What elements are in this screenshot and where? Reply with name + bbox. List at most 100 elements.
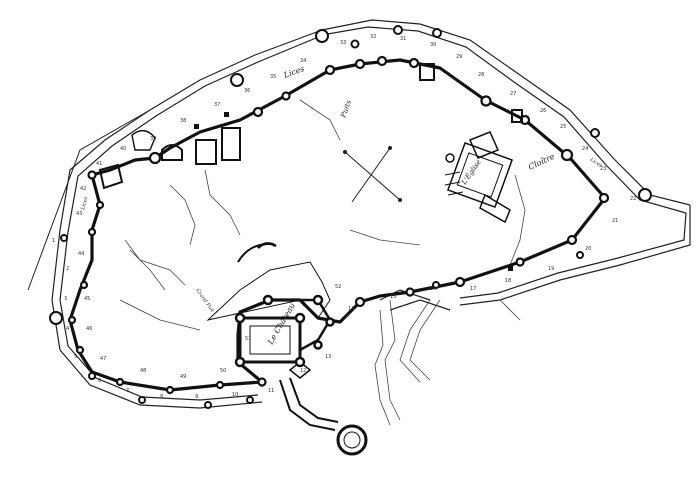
tower <box>79 280 89 290</box>
tower-number: 21 <box>612 218 618 224</box>
tower <box>638 188 652 202</box>
tower <box>376 55 388 67</box>
tower <box>230 73 244 87</box>
tower <box>480 95 492 107</box>
church <box>444 131 514 224</box>
enceinte-towers <box>67 55 610 395</box>
junction-marks <box>194 112 513 271</box>
chateau <box>206 242 335 379</box>
label-lices-top: Lices <box>282 64 306 80</box>
tower <box>257 377 267 387</box>
tower-number: 12 <box>300 368 306 374</box>
tower <box>393 25 403 35</box>
tower-number: 23 <box>600 166 606 172</box>
tower-number: 47 <box>100 356 106 362</box>
compass-cross <box>343 146 402 203</box>
tower-number: 35 <box>270 74 276 80</box>
barbican <box>279 377 368 456</box>
tower <box>87 227 97 237</box>
tower <box>598 192 610 204</box>
tower-number: 37 <box>214 102 220 108</box>
tower <box>350 39 360 49</box>
tower <box>315 29 329 43</box>
tower <box>138 396 146 404</box>
tower <box>215 380 225 390</box>
tower <box>560 148 574 162</box>
tower-number: 43 <box>76 211 82 217</box>
tower <box>515 257 525 267</box>
terrain-lines <box>119 99 526 426</box>
tower-number: 7 <box>126 388 129 394</box>
tower <box>49 311 63 325</box>
tower-number: 20 <box>585 246 591 252</box>
tower-number: 28 <box>478 72 484 78</box>
tower-number: 9 <box>195 394 198 400</box>
tower-number: 26 <box>540 108 546 114</box>
tower-number: 3 <box>64 296 67 302</box>
tower <box>566 234 578 246</box>
tower-number: 51 <box>245 336 251 342</box>
tower-number: 45 <box>84 296 90 302</box>
tower-number: 32 <box>370 34 376 40</box>
tower-number: 36 <box>244 88 250 94</box>
tower-number: 10 <box>232 392 238 398</box>
gatehouses <box>98 63 523 190</box>
tower <box>115 377 125 387</box>
label-grand-puit: Grand Puit <box>194 288 215 315</box>
tower-number: 30 <box>430 42 436 48</box>
tower <box>88 372 96 380</box>
tower <box>354 58 366 70</box>
tower <box>432 281 440 289</box>
tower <box>432 28 442 38</box>
tower-number: 38 <box>180 118 186 124</box>
tower-number: 22 <box>630 196 636 202</box>
tower-number: 34 <box>300 58 306 64</box>
tower-number: 31 <box>400 36 406 42</box>
tower-number: 25 <box>560 124 566 130</box>
tower-number: 19 <box>548 266 554 272</box>
tower-number: 5 <box>74 354 77 360</box>
tower-number: 40 <box>120 146 126 152</box>
tower-number: 24 <box>582 146 588 152</box>
tower <box>67 315 77 325</box>
tower <box>87 170 97 180</box>
tower <box>454 276 466 288</box>
outer-towers <box>49 25 652 409</box>
tower <box>165 385 175 395</box>
tower <box>354 296 366 308</box>
tower-number: 6 <box>98 378 101 384</box>
tower <box>148 151 162 165</box>
tower-number: 39 <box>150 136 156 142</box>
tower-number: 46 <box>86 326 92 332</box>
tower-number: 4 <box>66 326 69 332</box>
tower-number: 41 <box>96 161 102 167</box>
tower <box>405 287 415 297</box>
tower-number: 2 <box>66 266 69 272</box>
tower <box>60 234 68 242</box>
tower-number: 16 <box>430 286 436 292</box>
tower-number: 18 <box>505 278 511 284</box>
label-cloitre: Cloître <box>527 152 556 172</box>
label-lices-left: Lices <box>80 196 90 212</box>
tower-number: 13 <box>325 354 331 360</box>
tower-number: 1 <box>52 238 55 244</box>
tower <box>590 128 600 138</box>
tower-number: 14 <box>348 306 354 312</box>
tower-number: 49 <box>180 374 186 380</box>
tower-number: 15 <box>390 294 396 300</box>
tower-number: 11 <box>268 388 274 394</box>
tower-number: 42 <box>80 186 86 192</box>
tower-number: 17 <box>470 286 476 292</box>
tower <box>95 200 105 210</box>
tower-number: 50 <box>220 368 226 374</box>
tower-number: 29 <box>456 54 462 60</box>
label-puits: Puits <box>339 99 353 120</box>
tower-number: 52 <box>335 284 341 290</box>
tower <box>204 401 212 409</box>
tower <box>281 91 291 101</box>
tower-number: 44 <box>78 251 84 257</box>
tower-number: 8 <box>160 394 163 400</box>
tower <box>576 251 584 259</box>
